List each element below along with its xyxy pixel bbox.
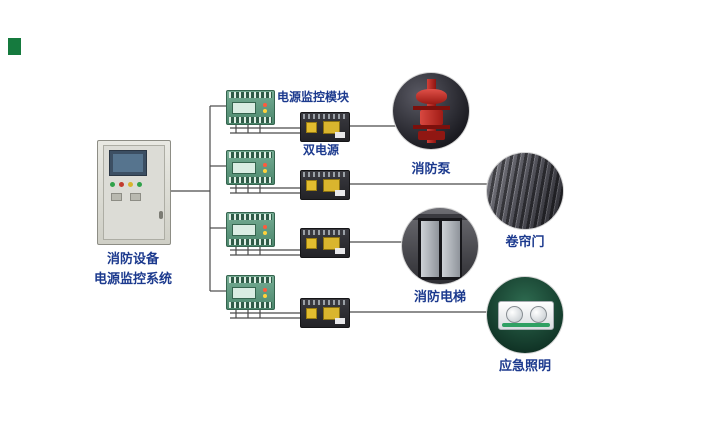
ats-yellow-block bbox=[323, 179, 340, 192]
module-display bbox=[232, 162, 256, 174]
module-terminal-strip bbox=[229, 302, 272, 308]
ats-yellow-block bbox=[323, 121, 340, 134]
module-terminal-strip bbox=[229, 152, 272, 158]
logo-mark bbox=[8, 38, 21, 55]
elevator-lintel bbox=[412, 214, 468, 220]
system-title-line2: 电源监控系统 bbox=[93, 270, 172, 286]
emergency-light-strip bbox=[502, 323, 550, 327]
dual-power-switch-2 bbox=[300, 170, 350, 200]
ats-yellow-handle bbox=[306, 122, 317, 133]
dual-power-switch-4 bbox=[300, 298, 350, 328]
elevator-door-panel bbox=[442, 221, 460, 277]
module-led bbox=[263, 163, 267, 167]
ats-label-plate bbox=[335, 190, 345, 196]
power-monitor-module-2 bbox=[226, 150, 275, 185]
ats-yellow-handle bbox=[306, 308, 317, 319]
pump-flange bbox=[413, 125, 450, 129]
dual-power-label: 双电源 bbox=[303, 143, 340, 157]
module-led bbox=[263, 103, 267, 107]
elevator-door-panel bbox=[421, 221, 439, 277]
dual-power-switch-3 bbox=[300, 228, 350, 258]
cabinet-indicator bbox=[110, 182, 115, 187]
power-monitor-module-1 bbox=[226, 90, 275, 125]
cabinet-button bbox=[111, 193, 122, 201]
roller-door-photo bbox=[487, 153, 563, 229]
cabinet-indicator bbox=[128, 182, 133, 187]
pump-flange bbox=[413, 106, 450, 110]
cabinet-lock bbox=[159, 211, 163, 219]
pump-body bbox=[420, 110, 443, 125]
ats-yellow-block bbox=[323, 307, 340, 320]
ats-label-plate bbox=[335, 132, 345, 138]
pump-motor bbox=[416, 89, 447, 104]
power-monitor-module-3 bbox=[226, 212, 275, 247]
system-title: 消防设备 电源监控系统 bbox=[63, 249, 203, 288]
module-display bbox=[232, 287, 256, 299]
ats-label-plate bbox=[335, 318, 345, 324]
power-monitor-module-4 bbox=[226, 275, 275, 310]
fire-pump-label: 消防泵 bbox=[411, 161, 451, 176]
dual-power-switch-1 bbox=[300, 112, 350, 142]
system-title-line1: 消防设备 bbox=[106, 251, 159, 266]
module-display bbox=[232, 224, 256, 236]
module-label: 电源监控模块 bbox=[277, 90, 350, 104]
module-led bbox=[263, 225, 267, 229]
ats-terminal-strip bbox=[303, 300, 347, 305]
emergency-light-photo bbox=[487, 277, 563, 353]
emergency-lamp bbox=[530, 306, 547, 323]
ats-yellow-handle bbox=[306, 238, 317, 249]
module-terminal-strip bbox=[229, 277, 272, 283]
cabinet-screen bbox=[109, 150, 147, 176]
ats-yellow-handle bbox=[306, 180, 317, 191]
emergency-lamp bbox=[506, 306, 523, 323]
module-display bbox=[232, 102, 256, 114]
module-terminal-strip bbox=[229, 92, 272, 98]
roller-door-slats bbox=[487, 153, 563, 229]
fire-elevator-label: 消防电梯 bbox=[413, 289, 466, 304]
module-terminal-strip bbox=[229, 214, 272, 220]
fire-pump-photo bbox=[393, 73, 469, 149]
emergency-light-body bbox=[498, 301, 554, 330]
fire-elevator-photo bbox=[402, 208, 478, 284]
module-terminal-strip bbox=[229, 177, 272, 183]
module-terminal-strip bbox=[229, 117, 272, 123]
cabinet-button bbox=[130, 193, 141, 201]
emergency-light-label: 应急照明 bbox=[498, 358, 551, 373]
ats-label-plate bbox=[335, 248, 345, 254]
module-led bbox=[263, 288, 267, 292]
ats-terminal-strip bbox=[303, 172, 347, 177]
pump-base bbox=[418, 131, 445, 140]
monitoring-cabinet bbox=[97, 140, 171, 245]
ats-terminal-strip bbox=[303, 114, 347, 119]
ats-terminal-strip bbox=[303, 230, 347, 235]
roller-door-label: 卷帘门 bbox=[505, 234, 545, 249]
cabinet-indicator bbox=[119, 182, 124, 187]
module-terminal-strip bbox=[229, 239, 272, 245]
cabinet-indicator bbox=[137, 182, 142, 187]
ats-yellow-block bbox=[323, 237, 340, 250]
